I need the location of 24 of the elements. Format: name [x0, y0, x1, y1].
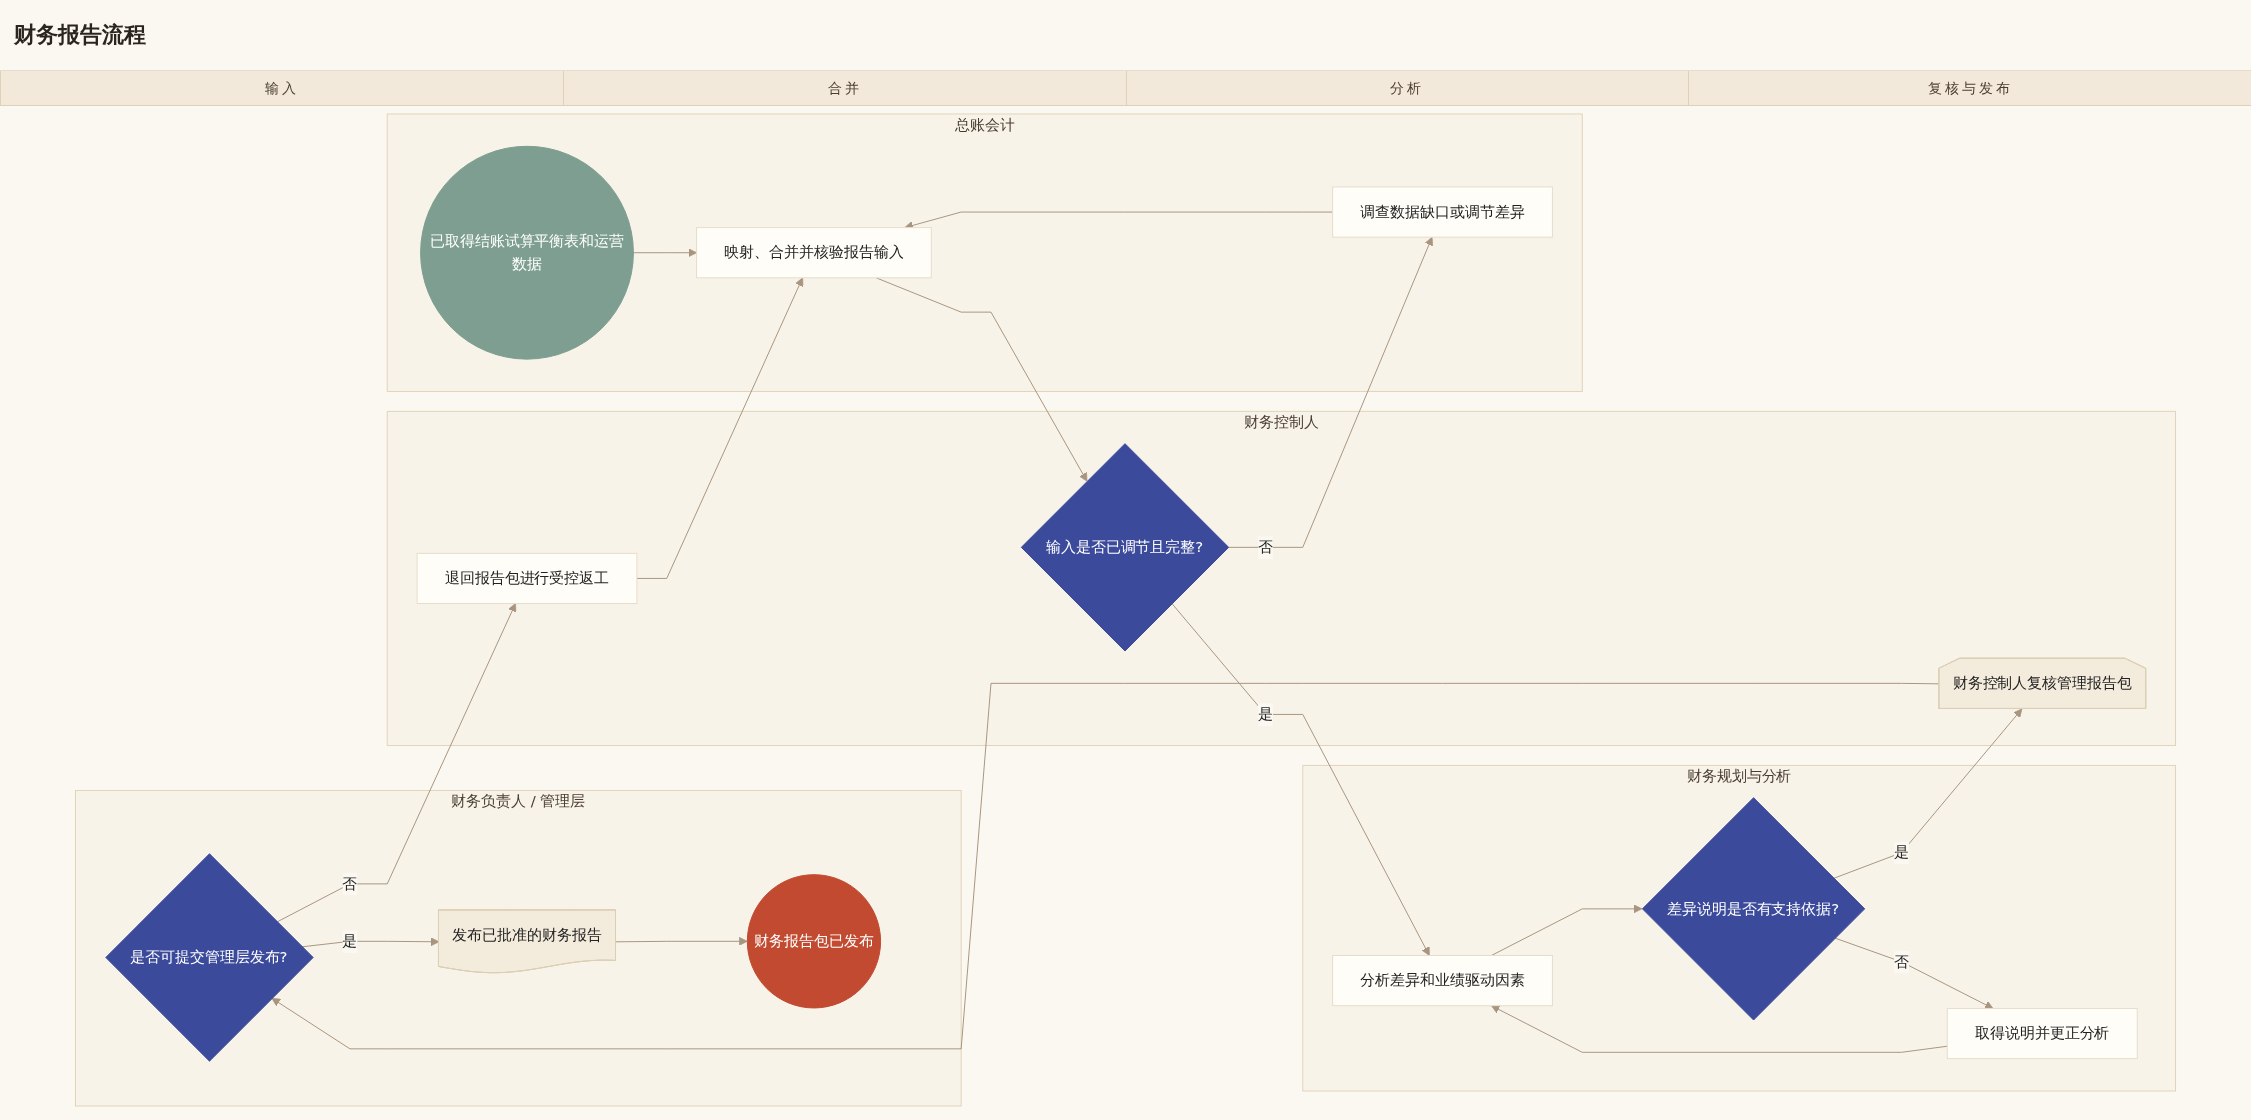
process-box: 映射、合并并核验报告输入	[696, 227, 932, 279]
decision-diamond: 差异说明是否有支持依据?	[1641, 797, 1866, 1021]
edge-label: 否	[1894, 950, 1909, 973]
column-header: 输入	[0, 71, 563, 105]
column-header: 分析	[1125, 71, 1689, 105]
column-header: 复核与发布	[1688, 71, 2251, 105]
shield-shape: 财务控制人复核管理报告包	[1938, 657, 2147, 709]
decision-diamond: 输入是否已调节且完整?	[1020, 443, 1230, 652]
document-shape: 发布已批准的财务报告	[438, 909, 616, 974]
terminal-circle: 已取得结账试算平衡表和运营数据	[420, 145, 634, 360]
column-header: 合并	[562, 71, 1126, 105]
edge-label: 否	[1258, 536, 1273, 559]
terminal-circle: 财务报告包已发布	[746, 874, 882, 1009]
diagram-title: 财务报告流程	[14, 21, 146, 49]
process-box: 取得说明并更正分析	[1946, 1007, 2138, 1060]
edge-label: 否	[342, 872, 358, 896]
edge-label: 是	[1894, 841, 1909, 864]
process-box: 分析差异和业绩驱动因素	[1332, 955, 1553, 1007]
process-box: 调查数据缺口或调节差异	[1332, 186, 1553, 238]
edge-label: 是	[342, 930, 358, 953]
arrow	[1834, 937, 1994, 1009]
edge-label: 是	[1258, 703, 1273, 726]
process-box: 退回报告包进行受控返工	[416, 552, 638, 605]
decision-diamond: 是否可提交管理层发布?	[105, 853, 314, 1062]
